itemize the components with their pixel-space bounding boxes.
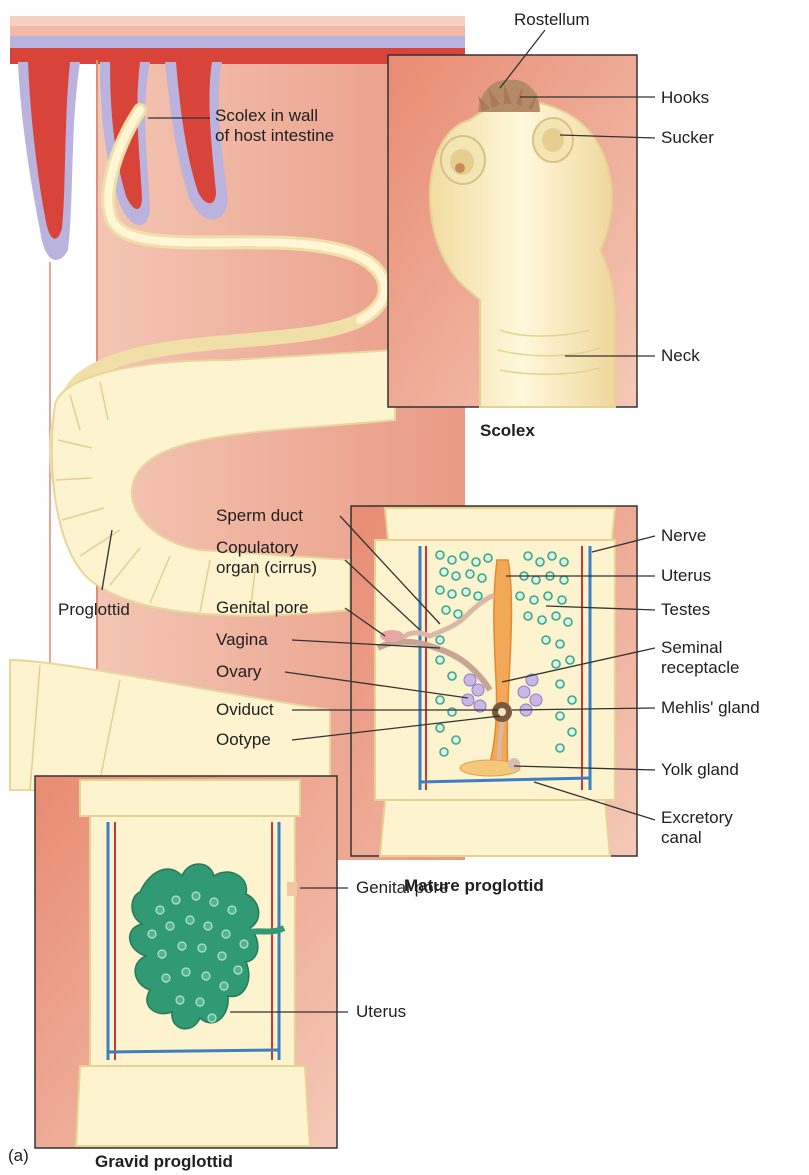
label-testes: Testes [661,600,710,620]
label-genital-pore: Genital pore [216,598,309,618]
ootype [498,708,506,716]
label-sperm-duct: Sperm duct [216,506,303,526]
sucker-right-inner [542,128,564,152]
gravid-genital-pore [287,882,297,896]
label-uterus: Uterus [661,566,711,586]
scolex-title: Scolex [480,421,535,441]
label-proglottid: Proglottid [58,600,130,620]
wall-layer-submucosa [10,36,465,48]
label-hooks: Hooks [661,88,709,108]
label-seminal-receptacle: Seminal receptacle [661,638,739,678]
scolex-panel [388,55,637,407]
label-sucker: Sucker [661,128,714,148]
wall-layer-2 [10,26,465,36]
label-scolex-in-wall: Scolex in wall of host intestine [215,106,334,146]
label-ovary: Ovary [216,662,261,682]
label-yolk-gland: Yolk gland [661,760,739,780]
wall-layer-outer [10,16,465,26]
label-copulatory-organ: Copulatory organ (cirrus) [216,538,317,578]
label-ootype: Ootype [216,730,271,750]
label-rostellum: Rostellum [514,10,590,30]
label-gravid-uterus: Uterus [356,1002,406,1022]
gravid-proglottid-panel [35,776,337,1148]
cirrus [380,630,404,642]
label-vagina: Vagina [216,630,268,650]
label-neck: Neck [661,346,700,366]
label-excretory-canal: Excretory canal [661,808,733,848]
label-mehlis-gland: Mehlis' gland [661,698,760,718]
panel-letter: (a) [8,1146,29,1166]
label-gravid-genital-pore: Genital pore [356,878,449,898]
mature-proglottid-panel [351,506,637,856]
label-nerve: Nerve [661,526,706,546]
label-oviduct: Oviduct [216,700,274,720]
gravid-proglottid-title: Gravid proglottid [95,1152,233,1172]
